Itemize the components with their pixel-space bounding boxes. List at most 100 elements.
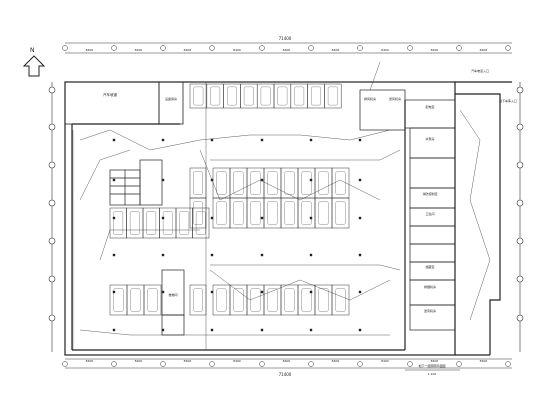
car-outline — [318, 288, 329, 312]
column — [358, 216, 362, 220]
right-axis-markers — [516, 82, 524, 352]
car-outline — [284, 288, 295, 312]
column — [161, 138, 165, 142]
car-outline — [179, 211, 190, 235]
stair-note-label: 楼梯间 — [168, 292, 177, 297]
parking-bay — [189, 83, 208, 109]
column — [112, 178, 116, 182]
parking-bay — [240, 83, 258, 109]
column — [161, 290, 165, 294]
parking-bay — [297, 167, 316, 199]
top-dimension-value: 8400 — [332, 48, 340, 52]
car-outline — [250, 171, 261, 195]
building-outline — [64, 81, 512, 356]
car-outline — [277, 86, 288, 106]
car-outline — [250, 201, 261, 225]
column — [260, 138, 264, 142]
parking-bay — [314, 197, 333, 229]
column — [309, 216, 313, 220]
car-outline — [130, 288, 141, 312]
parking-bay — [256, 83, 275, 109]
parking-bay — [192, 207, 210, 239]
bottom-axis-bubble — [407, 361, 413, 367]
storage-label: 储藏室 — [425, 264, 434, 269]
parking-bay — [126, 207, 144, 239]
column — [210, 328, 214, 332]
car-outline — [301, 288, 312, 312]
column — [112, 328, 116, 332]
car-outline — [327, 86, 338, 106]
parking-bay — [212, 167, 231, 199]
parking-bay — [189, 167, 207, 199]
drawing-title: 地下一层照明平面图 — [418, 363, 445, 368]
parking-bay — [273, 83, 292, 109]
parking-bay — [263, 284, 282, 316]
car-outline — [233, 201, 244, 225]
parking-bay — [331, 284, 350, 316]
parking-bay — [143, 284, 162, 316]
column — [358, 328, 362, 332]
parking-bay — [290, 83, 308, 109]
top-axis-bubble — [62, 45, 68, 51]
column — [260, 253, 264, 257]
parking-bay — [297, 197, 316, 229]
column — [309, 178, 313, 182]
car-outline — [318, 171, 329, 195]
top-note-label: 汽车坡道入口 — [471, 68, 489, 73]
lower-room-1-label: 排烟机房 — [424, 284, 436, 289]
top-dimension-value: 8400 — [86, 48, 94, 52]
bottom-axis-bubble — [456, 361, 462, 367]
parking-bay — [331, 197, 350, 229]
column — [358, 138, 362, 142]
car-outline — [243, 86, 254, 106]
car-outline — [233, 288, 244, 312]
overall-dimension-top: 71400 — [279, 36, 292, 41]
car-outline — [216, 288, 227, 312]
parking-bay — [331, 167, 350, 199]
column — [358, 178, 362, 182]
parking-bay — [223, 83, 241, 109]
parking-bay — [109, 284, 128, 316]
fan-room-2-label: 送风机房 — [389, 96, 401, 101]
bottom-dimension-value: 8400 — [431, 359, 439, 363]
column — [161, 328, 165, 332]
car-outline — [267, 201, 278, 225]
car-outline — [216, 171, 227, 195]
bottom-dimension-chain — [65, 358, 512, 369]
parking-bay — [280, 167, 299, 199]
top-axis-bubble — [456, 45, 462, 51]
parking-bay — [212, 284, 231, 316]
ramp-room-label: 汽车坡道 — [103, 92, 117, 97]
column — [260, 216, 264, 220]
car-outline — [335, 171, 346, 195]
column — [210, 138, 214, 142]
service-rooms — [359, 89, 456, 331]
fire-control-label: 消防控制室 — [422, 191, 437, 196]
column — [112, 216, 116, 220]
car-outline — [233, 171, 244, 195]
bottom-axis-bubble — [259, 361, 265, 367]
parking-bay — [263, 167, 282, 199]
parking-bay — [212, 197, 231, 229]
column — [210, 216, 214, 220]
car-outline — [193, 201, 203, 225]
car-outline — [284, 201, 295, 225]
parking-bay — [307, 83, 325, 109]
parking-bay — [229, 284, 248, 316]
parking-bay — [280, 284, 299, 316]
car-outline — [216, 201, 227, 225]
car-outline — [284, 171, 295, 195]
bottom-axis-bubble — [209, 361, 215, 367]
top-dimension-value: 8400 — [480, 48, 488, 52]
column — [161, 253, 165, 257]
column — [309, 328, 313, 332]
column — [358, 290, 362, 294]
column — [112, 253, 116, 257]
car-outline — [318, 201, 329, 225]
column — [309, 253, 313, 257]
car-outline — [162, 211, 173, 235]
top-axis-bubble — [209, 45, 215, 51]
bottom-axis-bubble — [160, 361, 166, 367]
